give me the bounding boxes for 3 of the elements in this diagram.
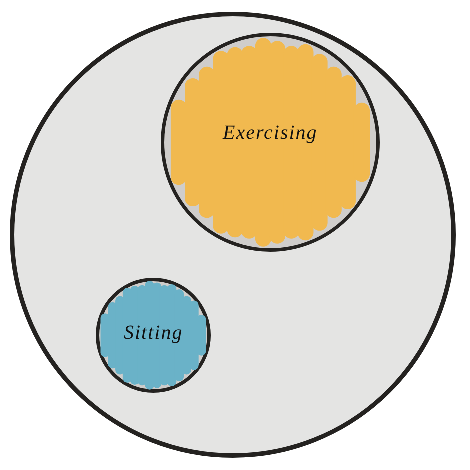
outer-set-circle bbox=[10, 12, 456, 458]
set-label: Sitting bbox=[124, 322, 184, 345]
set-label: Exercising bbox=[223, 122, 318, 146]
